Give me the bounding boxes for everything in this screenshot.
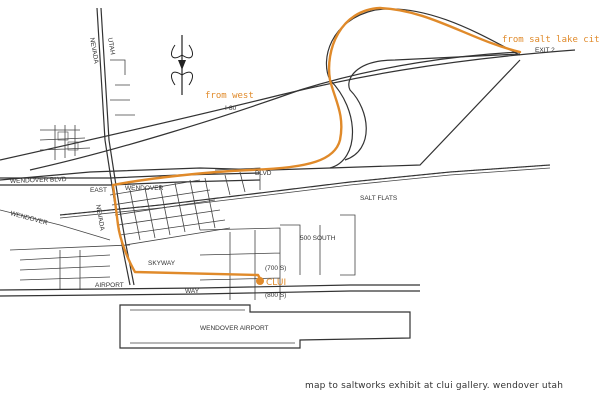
label-wendover-town: WENDOVER (125, 185, 164, 192)
interchange-loops (325, 8, 521, 169)
label-way: WAY (185, 288, 200, 295)
label-wendover-blvd: WENDOVER BLVD (10, 176, 67, 185)
label-from-salt-lake-city: from salt lake city (502, 35, 600, 45)
wendover-blvd (0, 172, 261, 186)
label-wendover-airport: WENDOVER AIRPORT (200, 325, 269, 332)
label-from-west: from west (205, 91, 254, 101)
map-caption: map to saltworks exhibit at clui gallery… (305, 381, 563, 391)
label-800s: (800 S) (265, 292, 286, 299)
east-blocks (199, 214, 356, 300)
label-i80: I-80 (225, 105, 237, 112)
label-east: EAST (90, 187, 107, 194)
railroad (59, 164, 551, 219)
label-salt-flats: SALT FLATS (360, 195, 398, 202)
clui-marker (256, 277, 264, 285)
sw-streets (0, 209, 131, 290)
label-blvd: BLVD (255, 170, 272, 177)
airport-way (0, 284, 420, 297)
interstate-80 (0, 49, 576, 181)
label-airport: AIRPORT (95, 282, 124, 289)
town-grid (109, 167, 261, 246)
route-line (111, 6, 522, 284)
route-to-clui (111, 6, 522, 285)
label-skyway: SKYWAY (148, 260, 176, 267)
label-exit: EXIT 2 (535, 47, 555, 54)
label-utah-top: UTAH (106, 37, 116, 55)
label-wendover-sm: WENDOVER (9, 210, 48, 227)
label-nevada-top: NEVADA (88, 37, 100, 65)
north-arrow-icon (171, 35, 193, 95)
label-700s: (700 S) (265, 265, 286, 272)
label-clui: CLUI (266, 278, 286, 288)
airport-runway (119, 304, 411, 349)
label-500s: 500 SOUTH (300, 235, 336, 242)
label-nevada-mid: NEVADA (94, 204, 106, 232)
nw-residential (39, 59, 135, 160)
